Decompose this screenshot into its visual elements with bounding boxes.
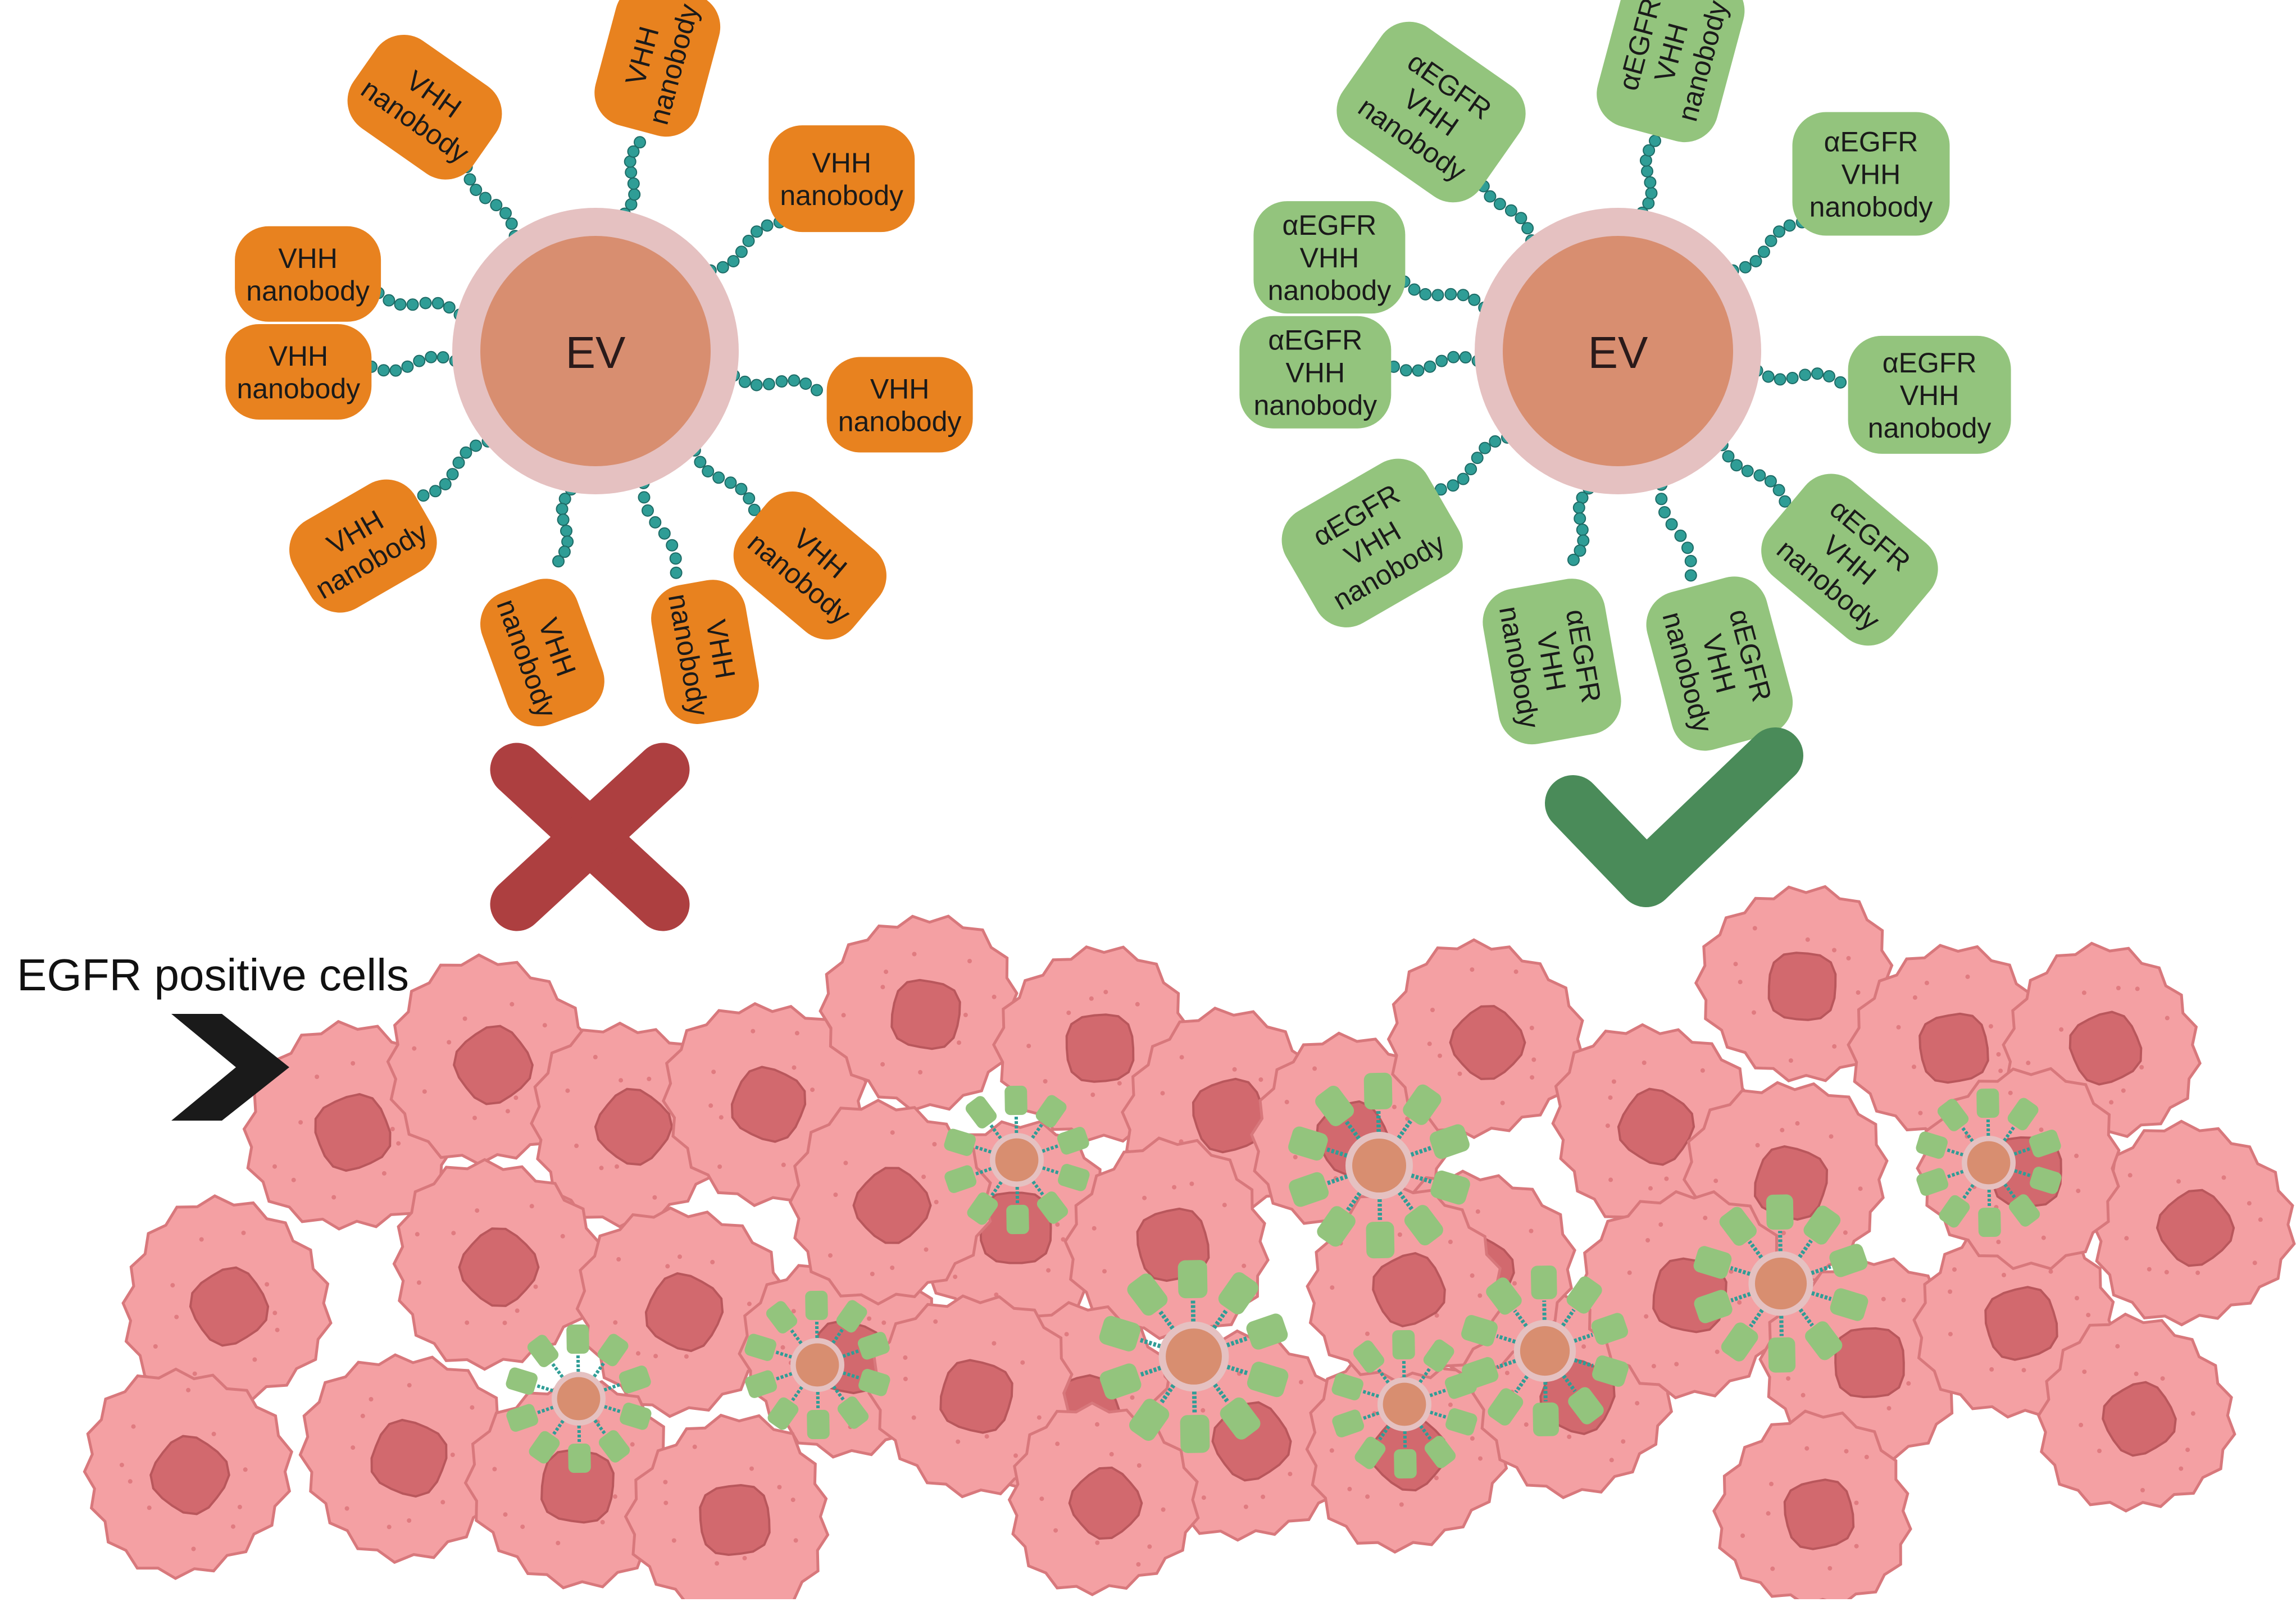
ev-label: EV <box>1588 327 1648 377</box>
nanobody-label: nanobody <box>1268 275 1392 306</box>
nanobody-label: αEGFR <box>1883 347 1977 379</box>
egfr-targeted-ev: αEGFRVHHnanobodyαEGFRVHHnanobodyαEGFRVHH… <box>1239 0 2011 758</box>
nanobody-label: VHH <box>269 340 329 372</box>
nanobody-label: nanobody <box>838 406 962 438</box>
nanobody-label: nanobody <box>1253 390 1377 421</box>
nanobody-label: αEGFR <box>1268 325 1362 356</box>
nanobody-label: nanobody <box>246 275 370 307</box>
cell-layer-label: EGFR positive cells <box>17 950 409 1000</box>
nanobody-label: αEGFR <box>1824 126 1918 158</box>
cell <box>123 1196 331 1405</box>
nanobody-label: VHH <box>870 374 930 405</box>
nanobody-label: VHH <box>812 147 871 179</box>
cell <box>84 1369 292 1578</box>
nanobody-label: VHH <box>1842 159 1901 190</box>
nanobody-label: VHH <box>278 243 338 274</box>
nanobody-label: nanobody <box>780 180 903 211</box>
cross-icon <box>517 770 663 904</box>
egfr-positive-cell-layer <box>84 886 2294 1599</box>
nanobody-label: αEGFR <box>1282 210 1376 241</box>
cell <box>2093 1121 2294 1325</box>
ev-label: EV <box>566 327 626 377</box>
nanobody-label: nanobody <box>237 373 360 404</box>
nanobody-label: VHH <box>1286 357 1345 389</box>
nanobody-label: VHH <box>1900 380 1959 411</box>
nanobody-label: VHH <box>1300 242 1360 274</box>
untargeted-ev: VHHnanobodyVHHnanobodyVHHnanobodyVHHnano… <box>225 0 972 736</box>
nanobody-label: nanobody <box>1868 412 1992 444</box>
nanobody-label: nanobody <box>1809 192 1933 223</box>
check-icon <box>1573 756 1775 879</box>
